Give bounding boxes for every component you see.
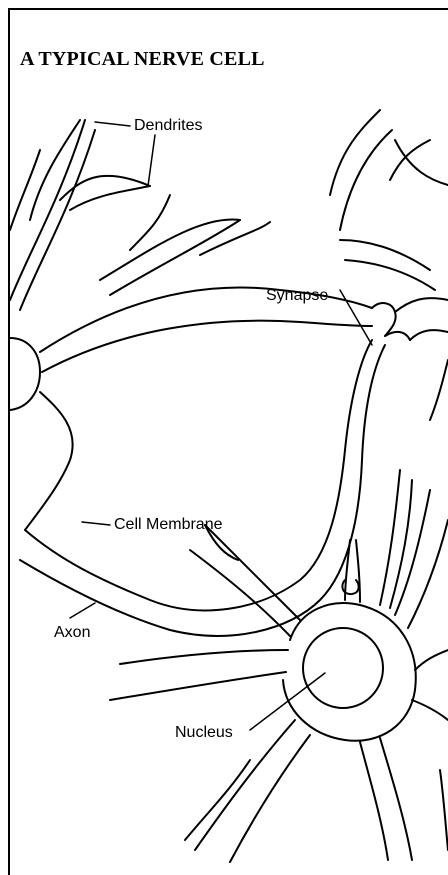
leader-dendrites-2 — [148, 135, 155, 186]
right-upper-neuron-edge-2 — [410, 330, 448, 340]
lower-dendrite-left-b — [110, 672, 286, 700]
label-synapse: Synapse — [266, 287, 328, 304]
leader-nucleus — [250, 673, 325, 730]
leader-synapse — [340, 290, 372, 345]
dendrite-left-5 — [100, 220, 240, 280]
lower-dendrite-lower-left-b — [230, 735, 310, 862]
leader-axon — [70, 603, 95, 618]
left-cell-membrane — [25, 392, 73, 530]
left-upper-branch-inner — [42, 321, 372, 372]
axon-upper-edge — [25, 340, 372, 610]
dendrite-left-5b — [110, 220, 240, 295]
lower-dendrite-upper-right — [395, 490, 430, 615]
right-upper-dendrite-3 — [395, 140, 448, 185]
label-axon: Axon — [54, 624, 90, 641]
nucleus-circle — [303, 628, 383, 708]
right-edge-fragment-2 — [440, 770, 448, 850]
lower-dendrite-right-b — [412, 700, 448, 720]
dendrite-left-1 — [10, 120, 85, 300]
right-upper-dendrite-1b — [340, 130, 392, 230]
synapse-knob — [372, 303, 396, 336]
dendrite-left-3 — [30, 120, 80, 220]
right-edge-fragment-1 — [430, 360, 448, 420]
lower-dendrite-bottom — [360, 742, 388, 860]
lower-dendrite-upper-left-b — [190, 550, 290, 636]
lower-dendrite-upper-mid-b — [390, 480, 412, 608]
label-dendrites: Dendrites — [134, 117, 202, 134]
axon-lower-edge — [20, 345, 385, 636]
right-upper-dendrite-4 — [340, 240, 430, 270]
right-upper-neuron-edge-1 — [395, 298, 448, 312]
leader-cell-membrane — [82, 522, 110, 525]
lower-dendrite-upper-right-b — [408, 520, 448, 628]
label-nucleus: Nucleus — [175, 724, 233, 741]
synapse-knob-2 — [385, 332, 410, 340]
leader-dendrites — [95, 122, 130, 126]
lower-dendrite-left — [120, 650, 288, 664]
dendrite-left-4 — [10, 150, 40, 230]
left-cell-body-outline — [10, 338, 40, 410]
lower-dendrite-right — [415, 650, 448, 670]
lower-dendrite-lower-left-c — [185, 760, 250, 840]
dendrite-left-2b — [70, 186, 150, 210]
label-cell-membrane: Cell Membrane — [114, 516, 223, 533]
